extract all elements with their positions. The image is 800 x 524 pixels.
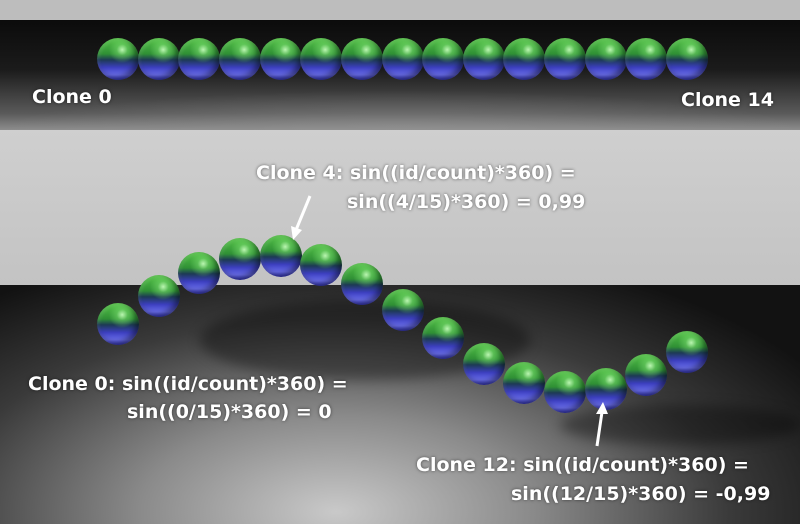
- top-clone-sphere: [544, 38, 587, 80]
- top-clone-sphere: [259, 38, 302, 80]
- bottom-clone-sphere: [381, 288, 424, 331]
- top-clone-sphere: [340, 38, 383, 80]
- bottom-background-wall: [0, 130, 800, 285]
- arrow-to-clone-4-icon: [291, 195, 312, 240]
- top-clone-sphere: [462, 38, 505, 80]
- bottom-clone-sphere: [97, 303, 139, 345]
- bottom-clone-sphere: [544, 370, 587, 413]
- top-clone-sphere: [666, 38, 708, 80]
- annotation-clone-12-line2: sin((12/15)*360) = -0,99: [511, 483, 771, 505]
- top-clone-sphere: [381, 38, 424, 80]
- annotation-clone-0-line2: sin((0/15)*360) = 0: [127, 401, 332, 423]
- top-clone-sphere: [625, 38, 668, 80]
- bottom-clone-sphere: [503, 362, 546, 405]
- top-render-panel: Clone 0 Clone 14: [0, 0, 800, 130]
- bottom-render-panel: Clone 4: sin((id/count)*360) = sin((4/15…: [0, 130, 800, 524]
- top-clone-sphere: [503, 38, 546, 80]
- bottom-clone-sphere: [300, 243, 343, 286]
- bottom-clone-sphere: [137, 275, 180, 318]
- annotation-clone-12-line1: Clone 12: sin((id/count)*360) =: [416, 454, 749, 476]
- bottom-clone-sphere: [218, 238, 261, 281]
- bottom-clone-sphere: [422, 317, 465, 360]
- top-clone-sphere: [300, 38, 343, 80]
- bottom-clone-sphere: [666, 330, 708, 373]
- top-clone-sphere: [137, 38, 180, 80]
- annotation-clone-4-line2: sin((4/15)*360) = 0,99: [347, 191, 586, 213]
- annotation-clone-0-line1: Clone 0: sin((id/count)*360) =: [28, 373, 348, 395]
- top-clone-sphere: [422, 38, 465, 80]
- annotation-clone-4-line1: Clone 4: sin((id/count)*360) =: [256, 162, 576, 184]
- top-background-wall: [0, 0, 800, 20]
- top-label-clone-14: Clone 14: [681, 89, 774, 111]
- top-clone-sphere: [178, 38, 221, 80]
- top-label-clone-0: Clone 0: [32, 86, 112, 108]
- top-clone-sphere: [218, 38, 261, 80]
- bottom-clone-sphere: [340, 262, 383, 305]
- bottom-clone-sphere: [625, 353, 668, 396]
- bottom-clone-sphere: [584, 367, 627, 410]
- bottom-clone-sphere: [178, 252, 221, 295]
- bottom-clone-sphere: [462, 343, 505, 386]
- arrow-to-clone-12-icon: [595, 402, 608, 447]
- bottom-clone-sphere: [259, 235, 302, 278]
- top-clone-sphere: [584, 38, 627, 80]
- top-clone-sphere: [97, 38, 139, 80]
